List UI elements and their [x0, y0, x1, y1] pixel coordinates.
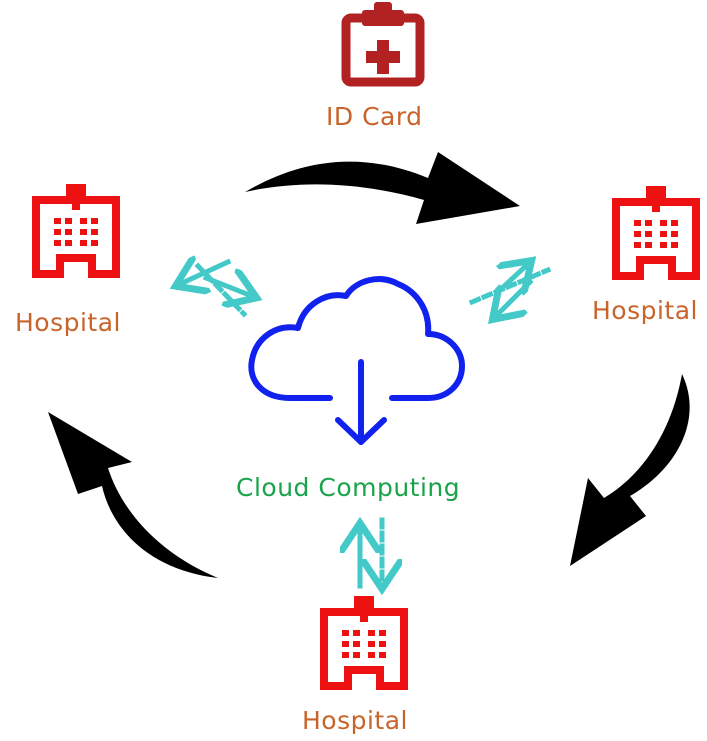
- id-card-label: ID Card: [326, 102, 423, 131]
- flow-arrow-left: [48, 412, 218, 578]
- hospital-right-icon: [612, 186, 700, 280]
- hospital-left-label: Hospital: [15, 308, 122, 337]
- hospital-bottom-label: Hospital: [302, 706, 409, 735]
- hospital-right-label: Hospital: [592, 296, 699, 325]
- hospital-left-icon: [32, 184, 120, 278]
- exchange-arrows-bottom: [360, 520, 382, 586]
- cloud-computing-label: Cloud Computing: [236, 473, 461, 502]
- flow-arrow-right: [570, 374, 690, 566]
- hospital-bottom-icon: [320, 596, 408, 690]
- exchange-arrows-left: [180, 262, 252, 318]
- clipboard-medical-icon: [341, 2, 425, 87]
- flow-arrow-top: [245, 152, 520, 224]
- cloud-download-icon: [248, 276, 465, 445]
- exchange-arrows-right: [468, 264, 552, 316]
